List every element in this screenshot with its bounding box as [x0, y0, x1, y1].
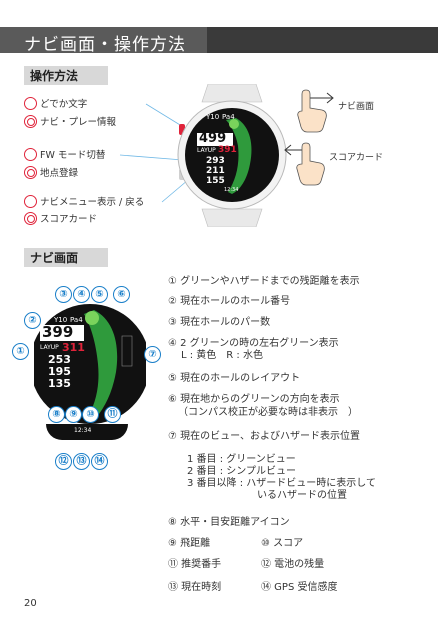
marker-1: ①	[12, 343, 29, 360]
legend-item-10: ⑩ スコア	[261, 538, 304, 549]
watch-layup-value: 391	[218, 145, 237, 155]
legend-item-11: ⑪ 推奨番手	[168, 559, 222, 570]
watch-body	[177, 84, 287, 227]
section-heading-operation: 操作方法	[24, 66, 108, 85]
section-heading-nav-label: ナビ画面	[30, 251, 79, 265]
watch-illustration-operation: Y10 Pa4 499 LAYUP 391 293 211 155 12:34	[170, 84, 288, 227]
legend-item-12: ⑫ 電池の残量	[261, 559, 325, 570]
button-legend-label: スコアカード	[40, 214, 98, 225]
watch-layup-value: 311	[62, 341, 85, 354]
watch-distance: 135	[48, 377, 71, 390]
section-heading-nav: ナビ画面	[24, 248, 108, 267]
button-legend-label: 地点登録	[40, 168, 79, 179]
marker-8: ⑧	[48, 406, 65, 423]
marker-11: ⑪	[104, 406, 121, 423]
watch-distance: 293	[206, 156, 225, 166]
marker-12: ⑫	[55, 453, 72, 470]
legend-item-2: ② 現在ホールのホール番号	[168, 296, 291, 307]
watch-distance-list: 253 195 135	[48, 354, 71, 390]
button-legend-label: ナビメニュー表示 / 戻る	[40, 197, 145, 208]
watch-big-distance: 499	[199, 131, 227, 146]
legend-item-7-sub-4: いるハザードの位置	[257, 490, 347, 501]
button-ring-icon	[24, 148, 37, 161]
watch-big-distance: 399	[42, 323, 74, 341]
marker-5: ⑤	[91, 286, 108, 303]
marker-2: ②	[24, 312, 41, 329]
page-header-title-band	[0, 27, 207, 53]
legend-item-8: ⑧ 水平・目安距離アイコン	[168, 517, 290, 528]
legend-item-4: ④ 2 グリーンの時の左右グリーン表示	[168, 338, 339, 349]
watch-distance: 155	[206, 176, 225, 186]
legend-item-7-sub-2: 2 番目 : シンプルビュー	[187, 466, 296, 477]
legend-item-5: ⑤ 現在のホールのレイアウト	[168, 373, 301, 384]
watch-bottom-strip: 12:34	[46, 424, 128, 440]
watch-par-label: Pa4	[70, 316, 83, 324]
marker-14: ⑭	[91, 453, 108, 470]
legend-item-6: ⑥ 現在地からのグリーンの方向を表示	[168, 394, 340, 405]
legend-item-4-sub: L : 黄色 R : 水色	[181, 350, 263, 361]
swipe-left-hand-icon	[284, 140, 326, 188]
button-double-ring-icon	[24, 115, 37, 128]
button-ring-icon	[24, 97, 37, 110]
watch-top-marker: Y10	[206, 113, 220, 121]
marker-10: ⑩	[82, 406, 99, 423]
legend-item-7-sub-1: 1 番目 : グリーンビュー	[187, 454, 296, 465]
watch-clock: 12:34	[224, 187, 239, 193]
watch-distance: 195	[48, 365, 71, 378]
marker-7: ⑦	[144, 346, 161, 363]
legend-item-6-sub: （コンパス校正が必要な時は非表示 ）	[178, 407, 358, 418]
watch-par-label: Pa4	[222, 113, 235, 121]
watch-illustration-nav: Y10 Pa4 399 LAYUP 311 253 195 135	[34, 300, 146, 428]
swipe-right-label: ナビ画面	[338, 102, 375, 112]
marker-4: ④	[73, 286, 90, 303]
legend-item-14: ⑭ GPS 受信感度	[261, 582, 338, 593]
legend-item-3: ③ 現在ホールのパー数	[168, 317, 271, 328]
watch-top-marker: Y10	[54, 316, 68, 324]
watch-clock: 12:34	[74, 427, 92, 434]
section-heading-operation-label: 操作方法	[30, 69, 79, 83]
swipe-left-label: スコアカード	[329, 153, 384, 163]
legend-item-7-sub-3: 3 番目以降 : ハザードビュー時に表示して	[187, 478, 376, 489]
page-title: ナビ画面・操作方法	[24, 35, 186, 55]
button-double-ring-icon	[24, 212, 37, 225]
legend-item-1: ① グリーンやハザードまでの残距離を表示	[168, 276, 360, 287]
swipe-right-hand-icon	[296, 86, 336, 134]
marker-3: ③	[55, 286, 72, 303]
marker-9: ⑨	[65, 406, 82, 423]
watch-layup-label: LAYUP	[197, 147, 216, 154]
legend-item-7: ⑦ 現在のビュー、およびハザード表示位置	[168, 431, 361, 442]
legend-item-9: ⑨ 飛距離	[168, 538, 211, 549]
marker-13: ⑬	[73, 453, 90, 470]
watch-distance: 253	[48, 353, 71, 366]
button-legend-label: FW モード切替	[40, 150, 106, 161]
button-ring-icon	[24, 195, 37, 208]
button-double-ring-icon	[24, 166, 37, 179]
watch-layup-label: LAYUP	[40, 344, 59, 351]
watch-distance: 211	[206, 166, 225, 176]
page-header: ナビ画面・操作方法	[0, 27, 438, 55]
marker-6: ⑥	[113, 286, 130, 303]
legend-item-13: ⑬ 現在時刻	[168, 582, 222, 593]
button-legend-label: ナビ・プレー情報	[40, 117, 117, 128]
button-legend-label: どでか文字	[40, 99, 88, 110]
page-number: 20	[24, 598, 37, 609]
watch-distance-list: 293 211 155	[206, 156, 225, 186]
